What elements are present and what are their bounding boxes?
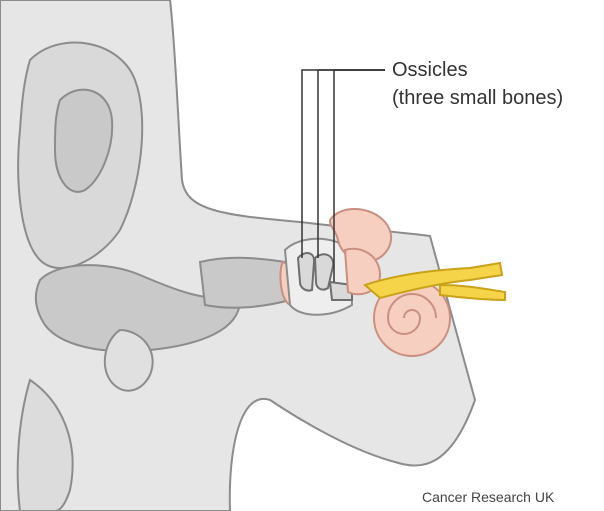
nerve-branch	[440, 285, 505, 300]
malleus	[298, 253, 314, 290]
ossicles-sublabel: (three small bones)	[392, 88, 563, 108]
ossicles-label: Ossicles	[392, 60, 468, 80]
ear-canal	[200, 258, 290, 308]
source-credit: Cancer Research UK	[422, 490, 554, 504]
